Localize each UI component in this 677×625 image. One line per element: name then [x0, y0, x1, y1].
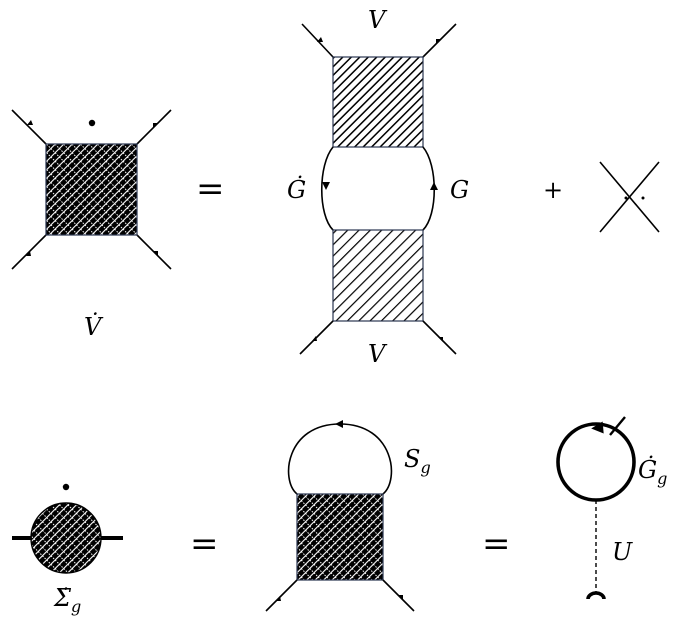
- equals-sign: =: [482, 524, 511, 564]
- arrow-icon: [276, 596, 281, 601]
- derivative-dot: [62, 483, 70, 491]
- arrow-icon: [430, 182, 438, 190]
- arrow-icon: [26, 251, 31, 256]
- v-dot-label: V̇: [84, 313, 104, 341]
- propagator-left: [320, 146, 334, 231]
- g-label: G: [450, 176, 469, 204]
- single-scale-loop: [287, 423, 393, 495]
- s-label: Sg: [404, 445, 431, 477]
- vertex-box-bottom: [332, 229, 424, 322]
- arrow-icon: [438, 337, 443, 342]
- loop-circle: [556, 422, 636, 502]
- arrow-icon: [591, 421, 604, 434]
- slash-mark: [609, 416, 626, 436]
- leg-top-left: [301, 23, 334, 58]
- self-energy-derivative: [12, 483, 123, 574]
- arrow-icon: [322, 182, 330, 190]
- arrow-icon: [398, 595, 403, 600]
- leg-top-left: [11, 109, 47, 145]
- bubble-diagram: [299, 23, 457, 355]
- g-dot-label: Ġ: [287, 175, 306, 204]
- self-energy-blob: [30, 502, 102, 574]
- bare-vertex-line-2: [599, 161, 660, 233]
- bare-vertex: [599, 161, 660, 233]
- arrow-icon: [317, 37, 323, 42]
- derivative-dot: [88, 119, 96, 127]
- hartree-diagram: [556, 416, 636, 600]
- vertex-box-top: [332, 56, 424, 148]
- tadpole-diagram: [265, 420, 415, 612]
- u-label: U: [612, 538, 633, 566]
- v-top-label: V: [368, 6, 388, 34]
- vertex-box: [296, 493, 384, 581]
- dot: [641, 196, 645, 200]
- arrow-icon: [153, 123, 158, 128]
- equals-sign: =: [196, 169, 225, 209]
- sigma-dot-label: Σ̇g: [53, 584, 81, 616]
- leg-bottom-left: [299, 320, 334, 355]
- arrow-icon: [335, 420, 343, 428]
- arrow-icon: [436, 39, 441, 44]
- v-bottom-label: V: [368, 340, 388, 368]
- leg-bottom-left: [265, 579, 298, 612]
- g-dot-g-label: Ġg: [638, 455, 667, 488]
- arrow-icon: [27, 120, 33, 125]
- vertex-v-dot: [11, 109, 172, 270]
- external-leg: [586, 591, 606, 600]
- dot: [624, 196, 628, 200]
- leg-bottom-left: [11, 234, 47, 270]
- equals-sign: =: [190, 524, 219, 564]
- arrow-icon: [312, 336, 317, 341]
- arrow-icon: [153, 251, 158, 256]
- vertex-box: [45, 143, 138, 236]
- plus-sign: +: [543, 176, 563, 204]
